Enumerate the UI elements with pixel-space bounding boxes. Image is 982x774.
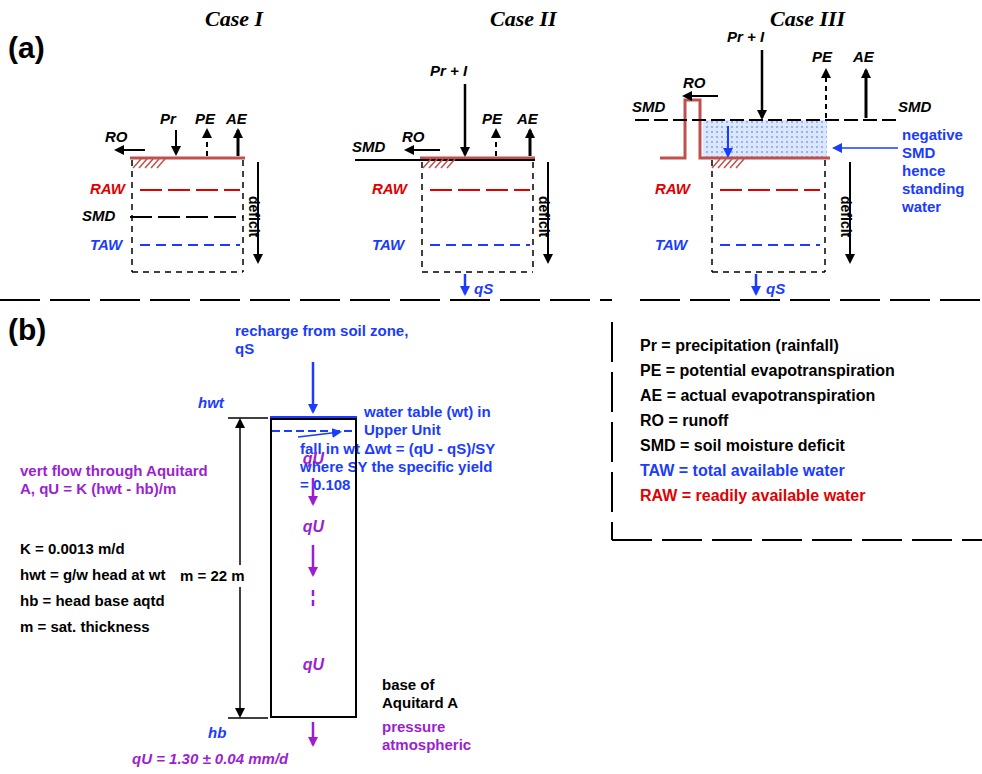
diagram-label: Case II [490,6,557,32]
diagram-label: deficit [245,196,262,237]
diagram-label: m = sat. thickness [20,618,150,636]
flow-label: qU [272,518,355,536]
diagram-label: RO [683,74,706,92]
diagram-label: negative SMD hence standing water [902,126,980,216]
diagram-label: TAW [372,236,404,254]
diagram-label: PE [482,110,502,128]
diagram-label: vert flow through Aquitard A, qU = K (hw… [20,462,210,498]
diagram-label: RAW [90,180,125,198]
diagram-label: AE = actual evapotranspiration [640,386,875,405]
diagram-label: hb = head base aqtd [20,592,165,610]
diagram-label: RAW = readily available water [640,486,865,505]
diagram-label: Case I [205,6,263,32]
diagram-label: deficit [837,196,854,237]
diagram-label: Pr + I [430,62,467,80]
diagram-label: SMD = soil moisture deficit [640,436,845,455]
diagram-label: PE [195,110,215,128]
diagram-label: qS [766,280,785,298]
diagram-label: RO [402,128,425,146]
diagram-label: RAW [655,180,690,198]
diagram-label: hwt = g/w head at wt [20,566,165,584]
diagram-label: (a) [8,30,45,66]
diagram-label: hwt [198,394,224,412]
diagram-label: Pr [160,110,176,128]
diagram-label: hb [208,724,226,742]
diagram-label: TAW = total available water [640,461,845,480]
diagram-label: PE [812,48,832,66]
diagram-label: Pr = precipitation (rainfall) [640,336,839,355]
diagram-label: AE [853,48,874,66]
diagram-label: SMD [352,138,385,156]
diagram-label: AE [517,110,538,128]
diagram-label: pressure atmospheric [382,718,482,754]
diagram-label: recharge from soil zone, qS [235,322,415,358]
diagram-label: RO = runoff [640,411,728,430]
diagram-label: qS [474,280,493,298]
diagram-label: SMD [82,207,115,225]
diagram-label: RAW [372,180,407,198]
aquitard-column: qU qU qU [270,418,357,718]
flow-label: qU [272,450,355,468]
diagram-label: RO [105,128,128,146]
diagram-label: deficit [535,196,552,237]
diagram-label: base of Aquitard A [382,676,492,712]
diagram-label: SMD [898,98,931,116]
diagram-label: (b) [8,312,46,348]
diagram-label: water table (wt) in Upper Unit [364,403,514,439]
diagram-label: m = 22 m [178,565,247,587]
diagram-label: qU = 1.30 ± 0.04 mm/d [132,750,288,768]
diagram-label: AE [226,110,247,128]
diagram-label: Case III [770,6,845,32]
diagram-label: Pr + I [727,28,764,46]
diagram-label: PE = potential evapotranspiration [640,361,895,380]
diagram-label: K = 0.0013 m/d [20,540,125,558]
diagram-label: TAW [90,236,122,254]
flow-label: qU [272,656,355,674]
diagram-label: SMD [632,98,665,116]
diagram-label: TAW [655,236,687,254]
diagram-label: fall in wt Δwt = (qU - qS)/SY where SY t… [300,440,505,494]
